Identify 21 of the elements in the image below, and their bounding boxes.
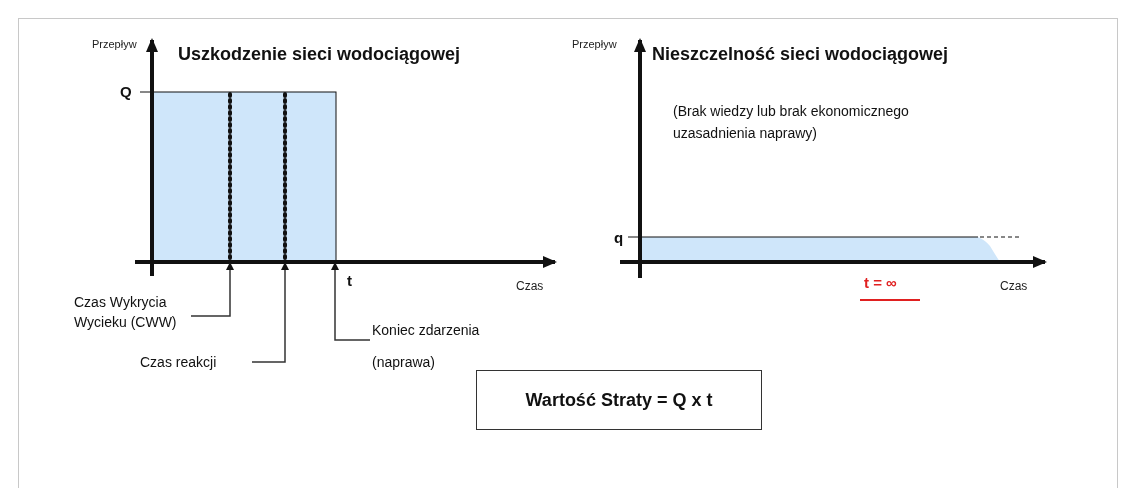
- axis-label: Przepływ: [572, 38, 617, 50]
- axis-label: Przepływ: [92, 38, 137, 50]
- note-text: (Brak wiedzy lub brak ekonomicznego uzasadnienia naprawy): [673, 102, 910, 143]
- axis-value-label: q: [614, 229, 624, 246]
- annotation-text: Czas reakcji: [140, 353, 218, 372]
- axis-value-label: Q: [120, 83, 132, 100]
- annotation-text: Czas Wykrycia Wycieku (CWW): [74, 293, 178, 332]
- formula-box: [476, 370, 762, 430]
- leader-line: [331, 262, 371, 341]
- leader-line: [251, 262, 289, 363]
- annotation-text: Koniec zdarzenia: [372, 321, 481, 340]
- chart-title: Nieszczelność sieci wodociągowej: [652, 44, 949, 65]
- formula-text: Wartość Straty = Q x t: [525, 389, 713, 411]
- time-label: t = ∞: [864, 274, 897, 291]
- loss-area: [151, 91, 337, 263]
- axis-value-label: t: [347, 272, 352, 289]
- chart-title: Uszkodzenie sieci wodociągowej: [178, 44, 461, 65]
- axis-label: Czas: [516, 279, 544, 293]
- axis-label: Czas: [1000, 279, 1028, 293]
- leader-line: [190, 262, 234, 317]
- annotation-text: (naprawa): [372, 353, 437, 372]
